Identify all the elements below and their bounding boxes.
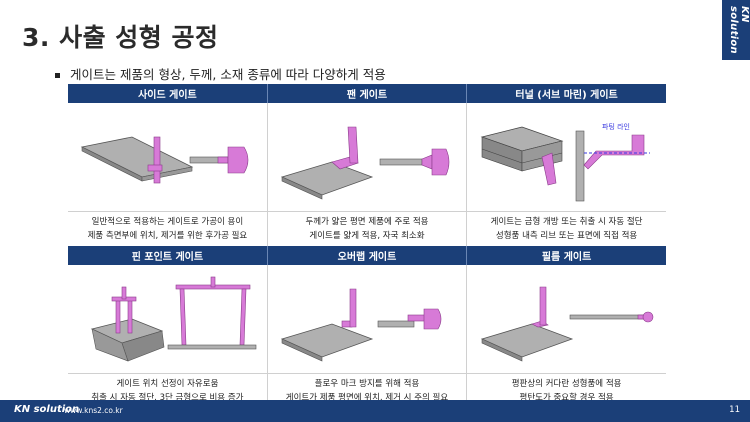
desc-line: 일반적으로 적용하는 게이트로 가공이 용이 — [91, 217, 244, 227]
film-gate-figure — [466, 265, 666, 374]
bullet-point: 게이트는 제품의 형상, 두께, 소재 종류에 따라 다양하게 적용 — [55, 64, 386, 83]
page-number: 11 — [729, 405, 740, 415]
desc-line: 성형품 내측 리브 또는 표면에 직접 적용 — [495, 231, 638, 241]
desc-line: 플로우 마크 방지를 위해 적용 — [314, 379, 420, 389]
desc-line: 게이트는 금형 개방 또는 취출 시 자동 절단 — [490, 217, 643, 227]
side-gate-figure — [68, 103, 268, 212]
gate-header-overlap: 오버랩 게이트 — [266, 246, 467, 265]
logo-tab: KN solution — [722, 0, 750, 60]
desc-line: 게이트 위치 선정이 자유로움 — [116, 379, 219, 389]
desc-line: 제품 측면부에 위치, 제거를 위한 후가공 필요 — [87, 231, 248, 241]
gate-header-side: 사이드 게이트 — [68, 84, 268, 103]
footer-bar: KN solution www.kns2.co.kr 11 — [0, 400, 750, 422]
desc-line: 취출 시 자동 절단, 3단 금형으로 비용 증가 — [91, 393, 244, 403]
gate-header-fan: 팬 게이트 — [266, 84, 467, 103]
gate-header-pinpoint: 핀 포인트 게이트 — [68, 246, 268, 265]
pinpoint-gate-figure — [68, 265, 268, 374]
gate-table: 사이드 게이트 팬 게이트 터널 (서브 마린) 게이트 — [68, 84, 666, 408]
desc-line: 게이트를 얇게 적용, 자국 최소화 — [309, 231, 425, 241]
page-title: 3. 사출 성형 공정 — [22, 23, 219, 52]
bullet-text: 게이트는 제품의 형상, 두께, 소재 종류에 따라 다양하게 적용 — [70, 67, 386, 82]
logo-text: KN solution — [728, 6, 750, 54]
parting-line-label: 파팅 라인 — [602, 122, 630, 131]
gate-header-film: 필름 게이트 — [466, 246, 666, 265]
desc-line: 평탄도가 중요할 경우 적용 — [519, 393, 614, 403]
desc-line: 두께가 얇은 평면 제품에 주로 적용 — [305, 217, 429, 227]
fan-gate-figure — [266, 103, 467, 212]
footer-logo: KN solution — [14, 404, 80, 415]
bullet-icon — [55, 73, 60, 78]
footer-url[interactable]: www.kns2.co.kr — [64, 406, 123, 415]
desc-line: 평판상의 커다란 성형품에 적용 — [511, 379, 622, 389]
overlap-gate-figure — [266, 265, 467, 374]
desc-line: 게이트가 제품 평면에 위치, 제거 시 주의 필요 — [285, 393, 449, 403]
gate-header-tunnel: 터널 (서브 마린) 게이트 — [466, 84, 666, 103]
tunnel-gate-figure: 파팅 라인 — [466, 103, 666, 212]
